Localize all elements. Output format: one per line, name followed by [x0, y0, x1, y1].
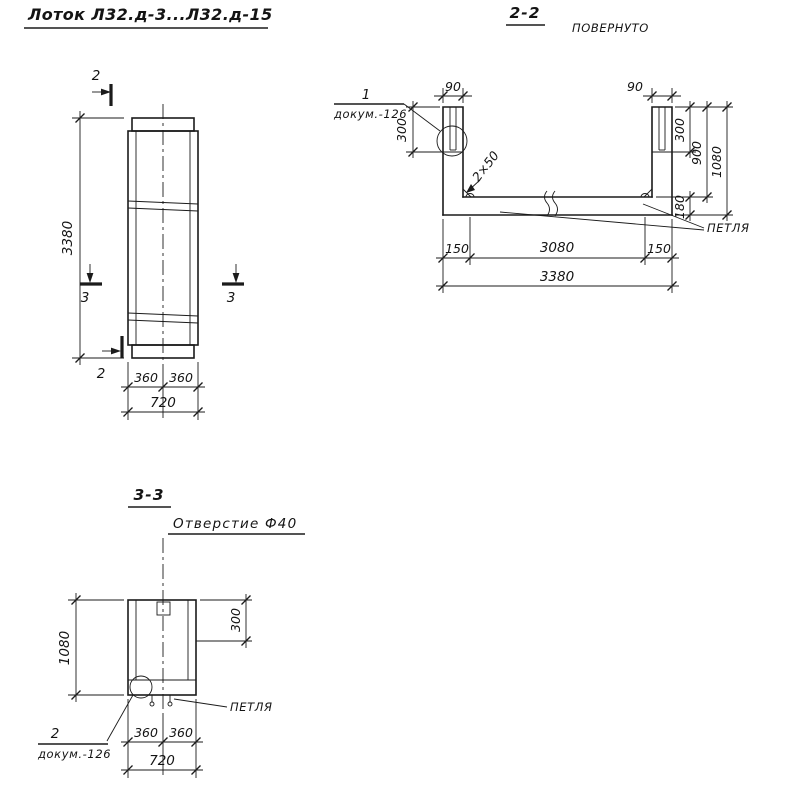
section-3-3-outline — [127, 599, 197, 696]
section-2-2-header: 2-2 ПОВЕРНУТО — [506, 4, 649, 35]
section-2-2-label: 2-2 — [509, 4, 540, 22]
lifting-loop-right — [640, 193, 650, 198]
section-marker-label: 3 — [227, 290, 236, 306]
dim-text-300: 300 — [228, 608, 243, 632]
section-marker-label: 2 — [92, 68, 101, 84]
dim-90-right: 90 — [627, 79, 681, 103]
detail-callout-1: 1 докум.-126 — [333, 87, 468, 157]
hole-mark — [156, 601, 171, 616]
drawing-title: Лоток Л32.д-3...Л32.д-15 — [27, 5, 273, 24]
plan-dims-width: 360 360 720 — [121, 362, 205, 420]
dims-bottom-3-3: 360 360 720 — [121, 699, 203, 778]
dim-text-1080: 1080 — [57, 631, 73, 665]
detail-callout-2: 2 докум.-126 — [37, 675, 153, 761]
dims-right-chain: 300 180 900 1080 — [656, 101, 733, 221]
loop-label-2-2: ПЕТЛЯ — [499, 203, 750, 235]
dim-300-left: 300 — [394, 101, 443, 158]
dim-text-360-left: 360 — [134, 725, 158, 740]
section-2-2-outline — [442, 106, 673, 216]
section-3-3-label: 3-3 — [133, 486, 164, 504]
dim-text-300: 300 — [394, 118, 409, 142]
section-3-3-header: 3-3 — [128, 486, 171, 508]
dim-text-720: 720 — [149, 753, 175, 769]
dim-text-150: 150 — [445, 241, 469, 256]
dim-text-300: 300 — [672, 118, 687, 142]
rotated-note: ПОВЕРНУТО — [572, 21, 649, 35]
section-2-2-details — [443, 107, 672, 217]
loop-label-text: ПЕТЛЯ — [230, 700, 273, 714]
chamfer-left — [462, 188, 472, 198]
loop-label-text: ПЕТЛЯ — [707, 221, 750, 235]
hole-note-text: Отверстие Ф40 — [173, 516, 297, 532]
dim-text-3380: 3380 — [540, 269, 574, 285]
lifting-loop-left — [465, 193, 475, 198]
dim-text-900: 900 — [689, 141, 704, 165]
plan-view: 2 2 3 3 3380 — [60, 68, 244, 420]
loop-label-3-3: ПЕТЛЯ — [173, 698, 273, 714]
section-marker-label: 3 — [81, 290, 90, 306]
dim-text-90: 90 — [627, 79, 643, 94]
section-3-3-view: 3-3 Отверстие Ф40 2 докум.-126 — [37, 486, 305, 778]
dim-1080-3-3: 1080 — [57, 593, 124, 702]
section-marker-3-left: 3 — [80, 264, 102, 306]
section-marker-2-top: 2 — [92, 68, 113, 106]
dim-text-90: 90 — [445, 79, 461, 94]
title-block: Лоток Л32.д-3...Л32.д-15 — [24, 5, 273, 29]
dim-300-3-3: 300 — [196, 594, 252, 648]
leader-arrowhead — [466, 184, 475, 193]
callout-doc-ref: докум.-126 — [333, 107, 407, 121]
section-3-3-loops — [149, 695, 173, 707]
dim-text-1080: 1080 — [709, 146, 724, 178]
dim-text-360-right: 360 — [169, 370, 193, 385]
dim-text-360-left: 360 — [134, 370, 158, 385]
callout-number: 1 — [362, 87, 371, 103]
break-line — [552, 190, 558, 217]
callout-circle — [436, 125, 468, 157]
dim-text-180: 180 — [672, 195, 687, 219]
section-marker-2-bottom: 2 — [97, 336, 124, 382]
hole-note: Отверстие Ф40 — [168, 516, 305, 535]
chamfer-right — [643, 188, 653, 198]
dim-text-3380: 3380 — [60, 221, 76, 255]
section-marker-3-right: 3 — [222, 264, 244, 306]
dim-text-360-right: 360 — [169, 725, 193, 740]
dim-text-150: 150 — [647, 241, 671, 256]
chamfer-note-text: 2×50 — [469, 148, 502, 184]
chamfer-note: 2×50 — [466, 148, 502, 193]
dim-90-left: 90 — [434, 79, 472, 103]
plan-dim-length: 3380 — [60, 111, 124, 365]
callout-circle — [129, 675, 153, 699]
callout-doc-ref: докум.-126 — [37, 747, 111, 761]
dim-text-720: 720 — [150, 395, 176, 411]
break-line — [544, 190, 550, 217]
dims-bottom-2-2: 150 3080 150 3380 — [436, 217, 679, 293]
section-2-2-view: 2-2 ПОВЕРНУТО — [333, 4, 750, 293]
dim-text-3080: 3080 — [540, 240, 574, 256]
section-marker-label: 2 — [97, 366, 106, 382]
callout-number: 2 — [51, 726, 60, 742]
